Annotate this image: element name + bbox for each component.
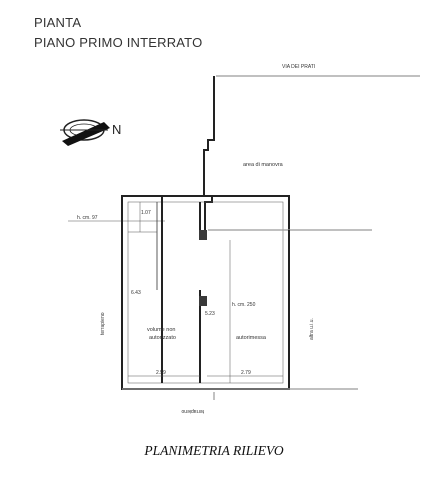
dim-bottom-left-label: 2.59 <box>156 370 166 376</box>
dim-left-label: 6.43 <box>131 290 141 296</box>
north-label: N <box>112 122 121 137</box>
room-volume-label-1: volume non <box>147 327 175 333</box>
street-label: VIA DEI PRATI <box>282 64 315 70</box>
title-line-1: PIANTA <box>34 15 81 30</box>
room-garage-label: autorimessa <box>236 335 267 341</box>
north-arrow-icon <box>60 119 110 146</box>
dim-top-label: 1.07 <box>141 210 151 216</box>
side-label-left: terrapieno <box>100 312 106 335</box>
height-label-2: h. cm. 250 <box>232 302 256 308</box>
boundary-wall-upper <box>203 76 215 240</box>
pillar-bottom <box>199 296 207 306</box>
height-label: h. cm. 97 <box>77 215 98 221</box>
building-inner-outline <box>127 201 284 384</box>
bottom-label: terrapieno <box>181 408 204 414</box>
dim-bottom-right-label: 2.79 <box>241 370 251 376</box>
caption: PLANIMETRIA RILIEVO <box>143 443 283 458</box>
room-volume-label-2: autorizzato <box>149 335 176 341</box>
pillar-top <box>199 230 207 240</box>
title-line-2: PIANO PRIMO INTERRATO <box>34 35 202 50</box>
side-label-right: altra u.i.u. <box>309 318 315 340</box>
dim-center-label: 5.23 <box>205 311 215 317</box>
area-manovra-label: area di manovra <box>243 162 284 168</box>
